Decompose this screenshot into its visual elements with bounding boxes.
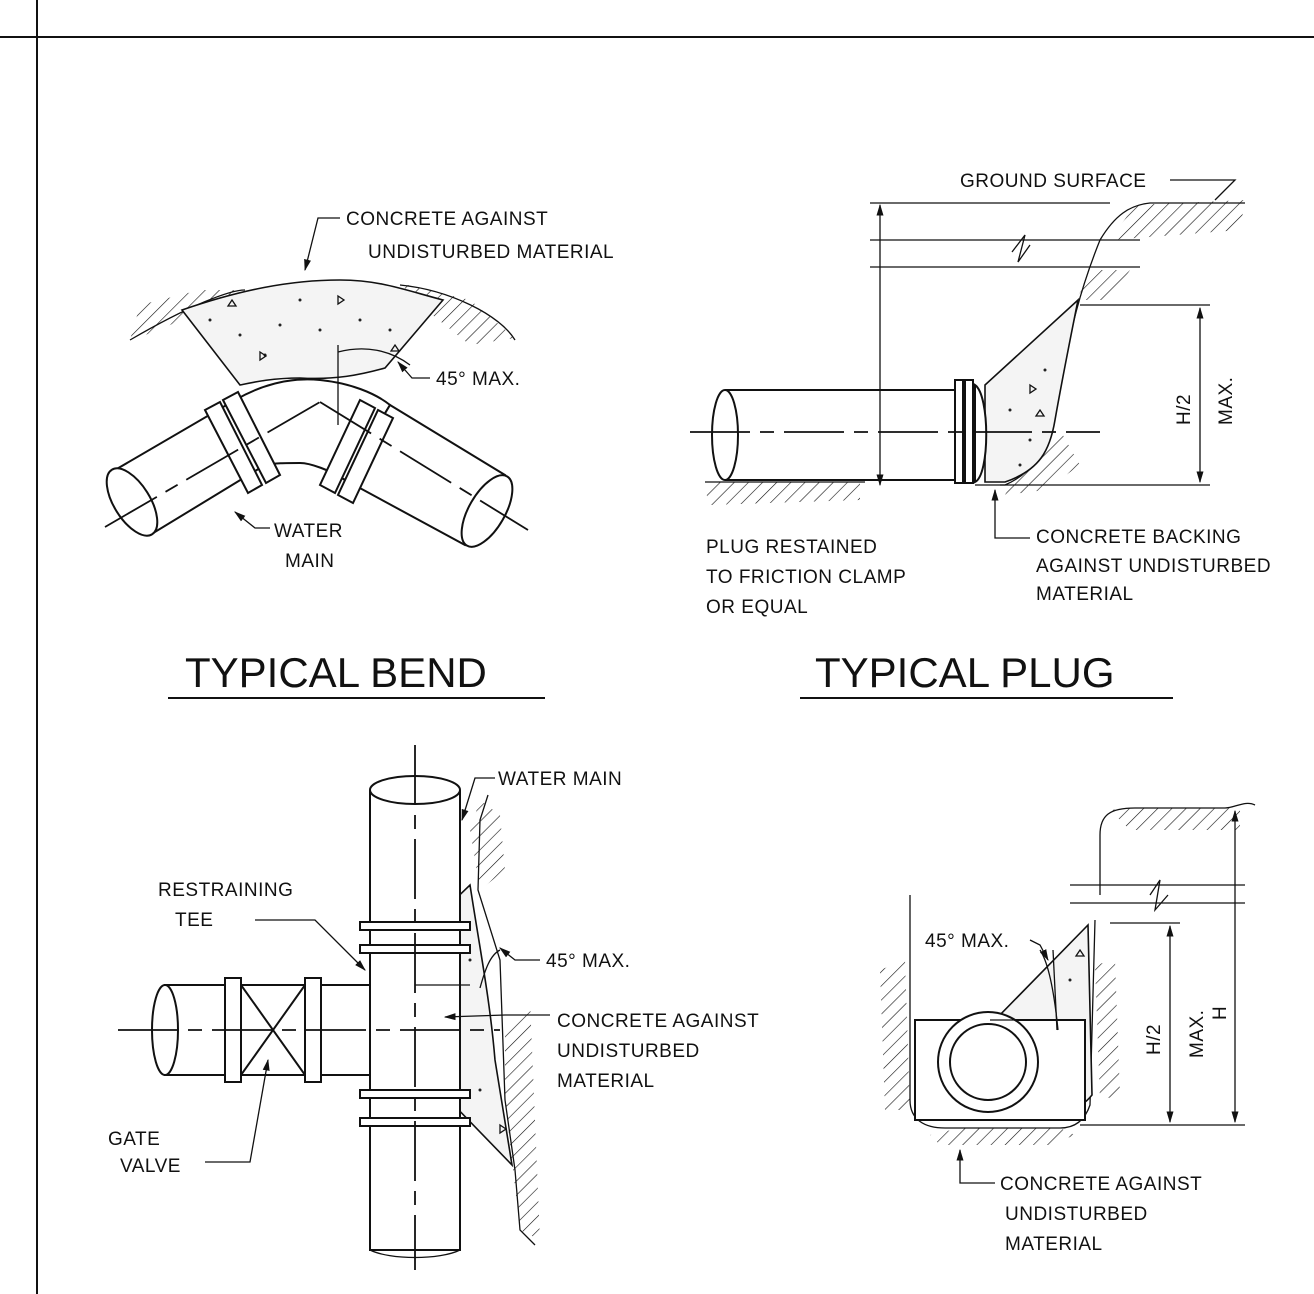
tee-detail: WATER MAIN RESTRAINING TEE 45° MAX. CONC… bbox=[108, 745, 759, 1270]
bend-concrete-block bbox=[180, 279, 445, 386]
bend-aggregate bbox=[208, 294, 401, 362]
tee-gate-valve bbox=[240, 981, 306, 1079]
tee-flange-top-1 bbox=[359, 921, 471, 931]
plug-h2-label: H/2 bbox=[1174, 394, 1195, 425]
tee-main-label: WATER MAIN bbox=[498, 769, 622, 790]
section-pipe-inner bbox=[949, 1023, 1027, 1101]
plug-plug-label-3: OR EQUAL bbox=[706, 597, 808, 618]
tee-flange-bottom-1 bbox=[359, 1089, 471, 1099]
tee-concrete-label-1: CONCRETE AGAINST bbox=[557, 1011, 759, 1032]
plug-flange-2 bbox=[964, 379, 974, 484]
plug-pipe bbox=[725, 389, 956, 481]
plug-backing-label-1: CONCRETE BACKING bbox=[1036, 527, 1241, 548]
section-angle-label: 45° MAX. bbox=[925, 931, 1009, 952]
bend-main-label-1: WATER bbox=[274, 521, 343, 542]
tee-valve-label-1: GATE bbox=[108, 1129, 160, 1150]
bend-concrete-label-1: CONCRETE AGAINST bbox=[346, 209, 548, 230]
bend-main-label-2: MAIN bbox=[285, 551, 335, 572]
tee-valve-label-2: VALVE bbox=[120, 1156, 181, 1177]
plug-backing-label-3: MATERIAL bbox=[1036, 584, 1134, 605]
plug-plug-label-1: PLUG RESTAINED bbox=[706, 537, 877, 558]
section-h-label: H bbox=[1210, 1006, 1231, 1020]
tee-tee-label-2: TEE bbox=[175, 910, 213, 931]
plug-title: TYPICAL PLUG bbox=[815, 649, 1115, 696]
tee-concrete-label-2: UNDISTURBED bbox=[557, 1041, 700, 1062]
tee-tee-label-1: RESTRAINING bbox=[158, 880, 293, 901]
section-concrete-label-3: MATERIAL bbox=[1005, 1234, 1103, 1255]
section-detail: H/2 MAX. H 45° MAX. CONCRETE AGAINST UND… bbox=[880, 802, 1256, 1255]
section-h2-label: H/2 bbox=[1144, 1024, 1165, 1055]
bend-flanges bbox=[203, 390, 395, 505]
tee-concrete-label-3: MATERIAL bbox=[557, 1071, 655, 1092]
plug-detail: H/2 MAX. GROUND SURFACE PLUG RESTAINED T… bbox=[690, 171, 1271, 699]
plug-ground-label: GROUND SURFACE bbox=[960, 171, 1146, 192]
plug-aggregate bbox=[1008, 368, 1047, 467]
plug-max-label: MAX. bbox=[1216, 377, 1237, 425]
bend-angle-label: 45° MAX. bbox=[436, 369, 520, 390]
section-max-label: MAX. bbox=[1187, 1010, 1208, 1058]
section-concrete-label-1: CONCRETE AGAINST bbox=[1000, 1174, 1202, 1195]
bend-title: TYPICAL BEND bbox=[185, 649, 487, 696]
plug-plug-label-2: TO FRICTION CLAMP bbox=[706, 567, 906, 588]
plug-backing-label-2: AGAINST UNDISTURBED bbox=[1036, 556, 1271, 577]
bend-concrete-label-2: UNDISTURBED MATERIAL bbox=[368, 242, 614, 263]
plug-cap bbox=[974, 383, 988, 484]
tee-angle-label: 45° MAX. bbox=[546, 951, 630, 972]
plug-concrete-backing bbox=[984, 297, 1080, 483]
bend-detail: CONCRETE AGAINST UNDISTURBED MATERIAL 45… bbox=[104, 209, 614, 699]
section-concrete-label-2: UNDISTURBED bbox=[1005, 1204, 1148, 1225]
